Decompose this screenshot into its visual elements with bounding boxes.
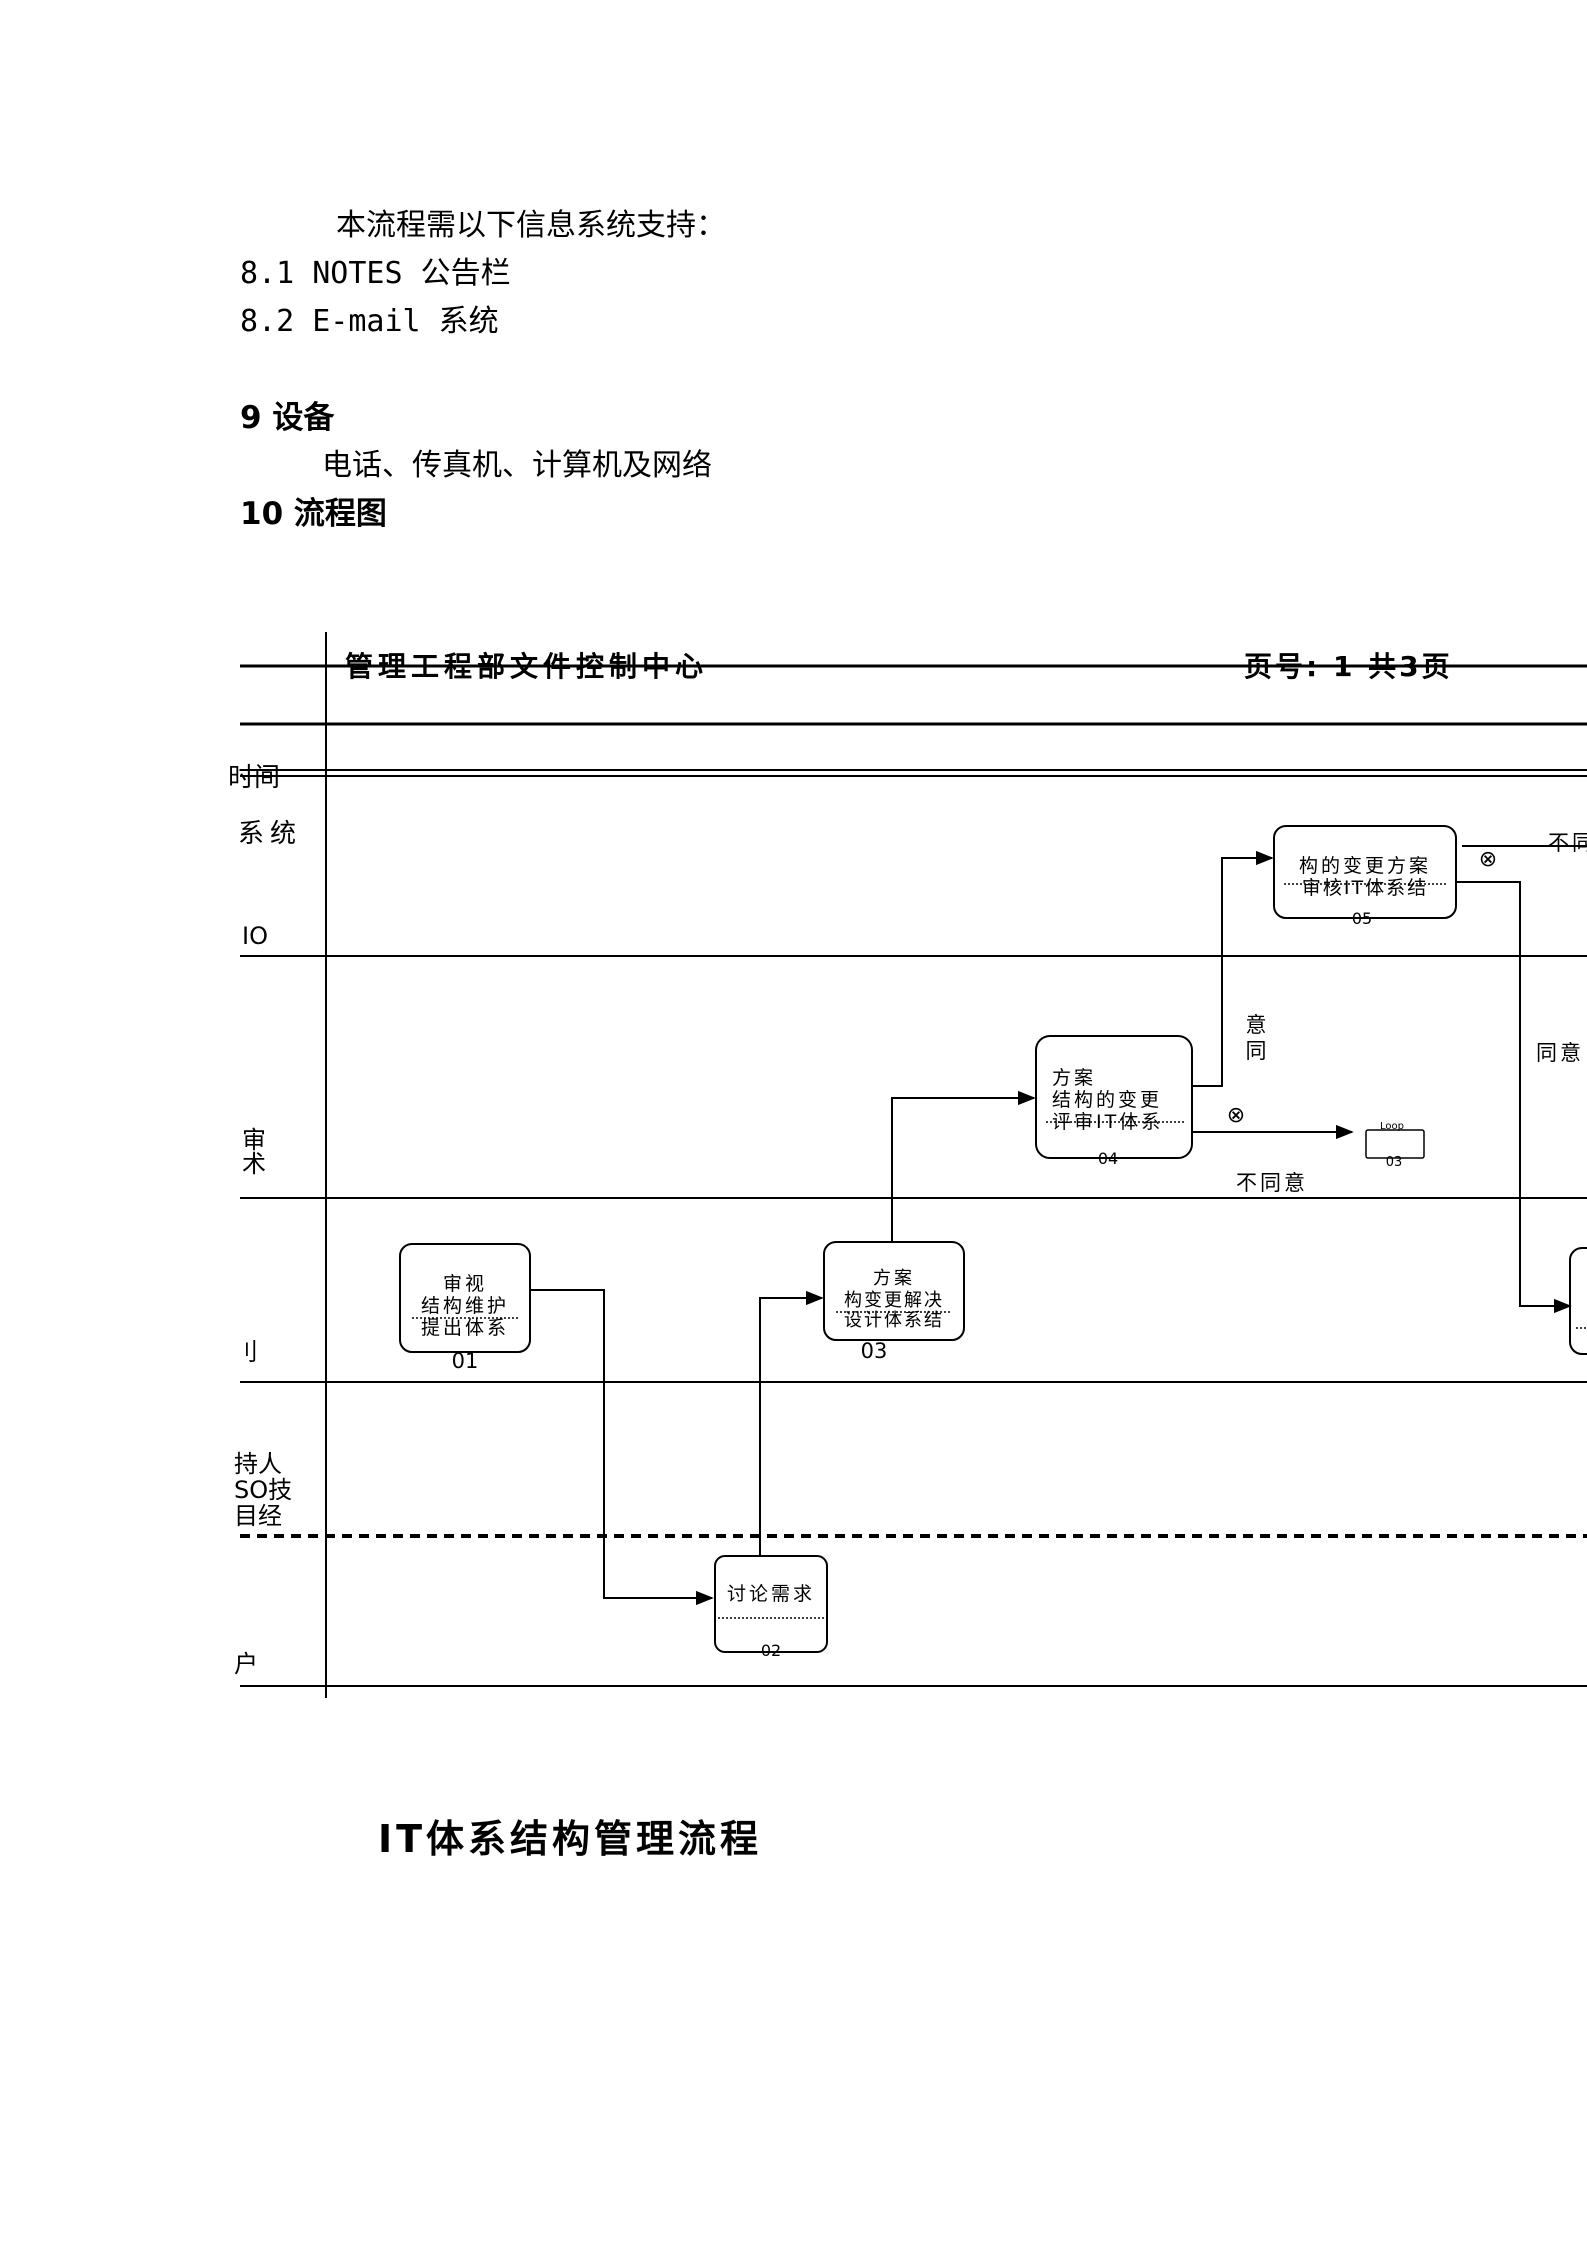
lane-label-owner-1: 持人 <box>234 1450 282 1478</box>
flowchart-title: IT体系结构管理流程 <box>378 1817 763 1861</box>
lane-label-user: 户 <box>234 1650 258 1678</box>
process-box-01-id: 01 <box>452 1349 479 1373</box>
agree-label-05: 同意 <box>1536 1041 1584 1065</box>
section-9-heading: 9 设备 <box>240 400 335 436</box>
process-box-04-line-1: 方案 <box>1052 1067 1096 1089</box>
process-box-01-line-3: 提出体系 <box>421 1317 509 1339</box>
process-box-04-frame <box>1035 1035 1193 1159</box>
process-box-cropped[interactable] <box>1569 1247 1587 1355</box>
process-box-05[interactable]: 构的变更方案 审核IT体系结 05 <box>1273 825 1457 928</box>
support-item-email: 8.2 E-mail 系统 <box>240 304 499 339</box>
header-left-title: 管理工程部文件控制中心 <box>345 650 708 683</box>
lane-label-owner-2: SO技 <box>234 1476 292 1504</box>
header-page-number: 页号: 1 共3页 <box>1244 650 1453 683</box>
process-box-03-frame <box>823 1241 965 1341</box>
loop-box-frame <box>1365 1129 1425 1159</box>
process-box-05-frame <box>1273 825 1457 919</box>
lane-label-lane4: 刂 <box>234 1338 258 1366</box>
arrow-05-agree <box>1456 881 1572 1314</box>
process-box-cropped-frame <box>1569 1247 1587 1355</box>
loop-box-label: Loop <box>1380 1121 1404 1132</box>
process-box-03-id: 03 <box>861 1339 888 1363</box>
disagree-label-05: 不同 <box>1548 831 1587 855</box>
loop-box-id: 03 <box>1386 1155 1403 1170</box>
arrow-02-to-03 <box>759 1290 824 1556</box>
process-box-02-frame <box>714 1555 828 1653</box>
section-9-text: 电话、传真机、计算机及网络 <box>322 448 712 483</box>
support-item-notes: 8.1 NOTES 公告栏 <box>240 256 511 291</box>
process-box-02[interactable]: 讨论需求 02 <box>714 1555 828 1660</box>
process-box-02-line-1: 讨论需求 <box>727 1583 815 1605</box>
lane-label-system: 系统 <box>238 819 302 849</box>
process-box-04-id: 04 <box>1098 1149 1118 1168</box>
process-box-05-line-1: 构的变更方案 <box>1299 855 1431 877</box>
disagree-label-04: 不同意 <box>1236 1171 1308 1195</box>
section-10-heading: 10 流程图 <box>240 496 387 532</box>
lane-label-cio: IO <box>242 922 268 950</box>
process-box-01-frame <box>399 1243 531 1353</box>
process-box-04-line-2: 结构的变更 <box>1052 1089 1162 1111</box>
process-box-01[interactable]: 审视 结构维护 提出体系 01 <box>399 1243 531 1373</box>
agree-label-04-b: 同 <box>1246 1039 1267 1063</box>
process-box-03[interactable]: 方案 构变更解决 设计体系结 03 <box>823 1241 965 1363</box>
lane-label-review-1: 审 <box>242 1126 266 1154</box>
process-box-01-line-2: 结构维护 <box>421 1295 509 1317</box>
process-box-05-id: 05 <box>1352 909 1372 928</box>
agree-label-04-a: 意 <box>1246 1013 1267 1037</box>
process-box-03-line-3: 设计体系结 <box>844 1310 944 1331</box>
process-box-03-line-2: 构变更解决 <box>844 1290 944 1311</box>
arrow-04-to-05 <box>1192 850 1274 1087</box>
lane-label-review-2: 术 <box>242 1150 266 1178</box>
process-box-04-line-3: 评审IT体系 <box>1052 1111 1163 1133</box>
process-box-03-line-1: 方案 <box>873 1268 915 1289</box>
loop-box[interactable]: Loop 03 <box>1365 1121 1425 1170</box>
arrow-01-to-02 <box>530 1289 714 1606</box>
xor-symbol-05: ⊗ <box>1479 847 1497 872</box>
lane-label-time: 时间 <box>228 763 280 793</box>
process-box-05-line-2: 审核IT体系结 <box>1302 877 1428 899</box>
xor-symbol-04: ⊗ <box>1227 1103 1245 1128</box>
process-box-04[interactable]: 方案 结构的变更 评审IT体系 04 <box>1035 1035 1193 1168</box>
arrow-03-to-04 <box>891 1090 1036 1242</box>
process-box-01-line-1: 审视 <box>443 1273 487 1295</box>
process-box-02-id: 02 <box>761 1641 781 1660</box>
lane-label-owner-3: 目经 <box>234 1502 282 1530</box>
support-line: 本流程需以下信息系统支持： <box>336 208 726 243</box>
